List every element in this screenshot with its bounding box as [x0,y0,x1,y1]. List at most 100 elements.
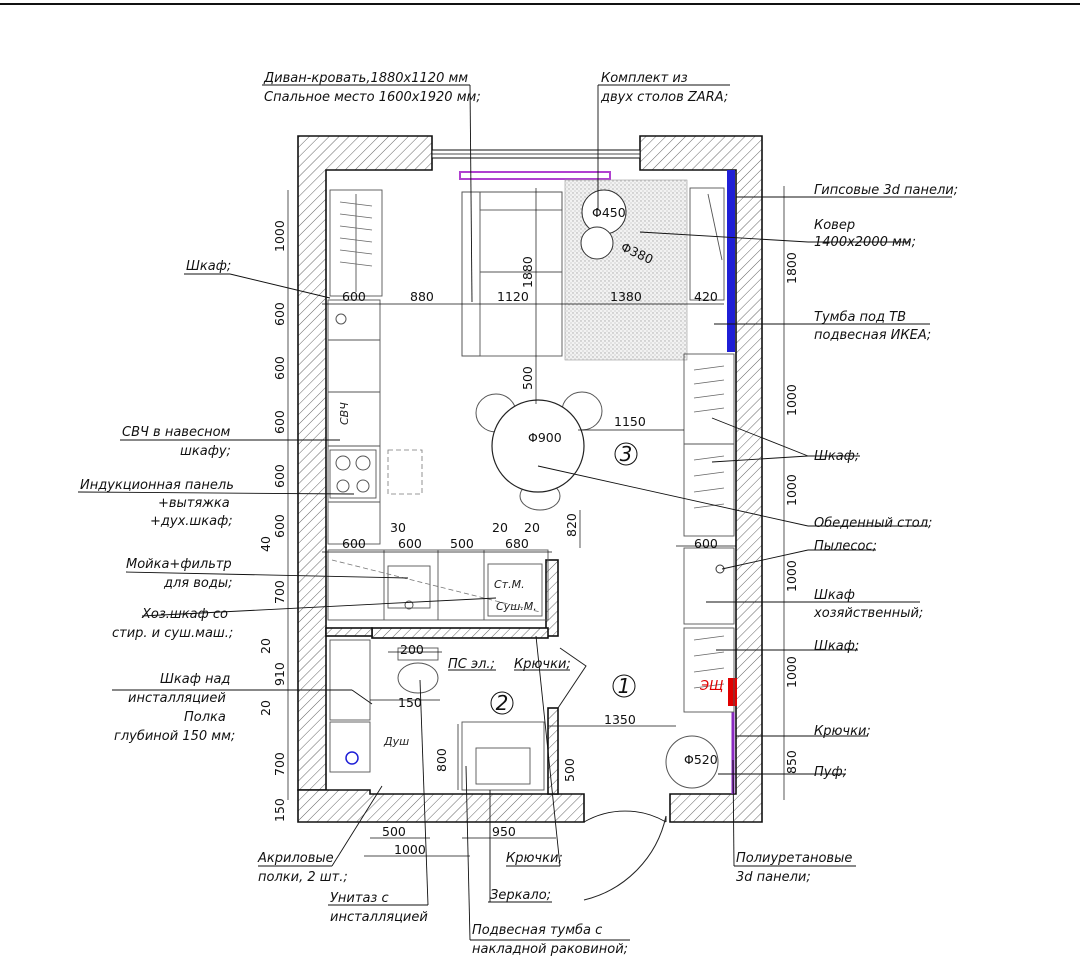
dim-left-910: 910 [272,662,287,686]
dim-left-600b: 600 [272,356,287,380]
window [431,149,641,180]
dim-w-600: 600 [694,536,718,551]
dim-k-30: 30 [390,520,406,535]
dim-left-700: 700 [272,580,287,604]
coffee-tables [580,189,627,260]
label-microwave-cabinet: шкафу; [180,444,231,459]
label-wardrobe-top: Шкаф; [186,259,231,274]
dim-row-1380: 1380 [610,289,642,304]
label-hooks-inner: Крючки; [514,657,571,672]
dim-k-20b: 20 [524,520,540,535]
kitchen-bottom-run: Ст.М. Суш.М. [327,549,549,621]
dim-row-420: 420 [694,289,718,304]
dim-left-600c: 600 [272,410,287,434]
label-laundry-machines: стир. и суш.маш.; [112,626,233,641]
dining-table [475,391,603,511]
dim-right-1000c: 1000 [784,560,799,592]
label-gypsum-3d-panels: Гипсовые 3d панели; [814,183,958,198]
dim-left-1000: 1000 [272,220,287,252]
gypsum-3d-panels [727,170,735,352]
label-carpet: Ковер [814,218,855,233]
dim-left-20b: 20 [258,700,273,716]
washer-label: Ст.М. [494,578,525,591]
label-polyurethane-3d: 3d панели; [736,870,811,885]
dim-k-20a: 20 [492,520,508,535]
entrance-door [583,810,667,901]
dim-bottom-950: 950 [492,824,516,839]
dim-right-1000d: 1000 [784,656,799,688]
label-hooks-right: Крючки; [814,724,871,739]
dim-right-1000b: 1000 [784,474,799,506]
induction-hob [329,449,377,499]
electrical-panel [728,678,737,706]
label-toilet-install: инсталляцией [330,910,428,925]
dim-sofa-1880: 1880 [520,256,535,288]
dim-b-500v: 500 [562,758,577,782]
label-sleeping-place: Спальное место 1600х1920 мм; [264,90,481,105]
dim-bottom-500: 500 [382,824,406,839]
dim-right-1800: 1800 [784,252,799,284]
label-tv-unit-ikea: подвесная ИКЕА; [814,328,931,343]
label-shelf: Полка [184,710,226,725]
dim-b-1350: 1350 [604,712,636,727]
dim-table-1150: 1150 [614,414,646,429]
right-wardrobes: ЭЩ [683,353,735,713]
dimension-lines [287,186,785,857]
label-shelf-depth: глубиной 150 мм; [114,729,235,744]
label-vanity: Подвесная тумба с [472,923,602,938]
dim-left-600e: 600 [272,514,287,538]
callout-labels: Диван-кровать,1880х1120 мм Спальное мест… [80,71,958,957]
dimension-texts: Φ450 Φ380 Φ900 Φ520 600 880 1120 1380 42… [258,205,799,857]
dim-row-600: 600 [342,289,366,304]
bathroom: Душ [329,639,719,791]
dim-gap-500: 500 [520,366,535,390]
label-microwave: СВЧ в навесном [122,425,231,440]
left-wardrobe [329,189,383,297]
label-acrylic-shelves-count: полки, 2 шт.; [258,870,348,885]
dim-left-600a: 600 [272,302,287,326]
dim-gap-820: 820 [564,513,579,537]
label-laundry-cabinet: Хоз.шкаф со [141,607,228,622]
electrical-panel-label: ЭЩ [699,679,723,694]
label-sofa-bed: Диван-кровать,1880х1120 мм [263,71,468,86]
dim-left-20a: 20 [258,638,273,654]
label-water-filter: для воды; [163,576,233,591]
dim-k-500: 500 [450,536,474,551]
dim-k-600a: 600 [342,536,366,551]
dim-left-600d: 600 [272,464,287,488]
leader-lines [77,84,952,941]
dim-left-150: 150 [272,798,287,822]
label-toilet: Унитаз с [330,891,389,906]
sofa-bed [461,191,563,357]
bathroom-door [557,647,587,709]
label-vanity-sink: накладной раковиной; [472,942,628,957]
microwave-label: СВЧ [338,402,351,425]
label-electrical-riser: ПС эл.; [448,657,495,672]
dim-left-40: 40 [258,536,273,552]
room-1-number: 1 [618,674,631,698]
dim-d520: Φ520 [684,752,718,767]
dim-left-700b: 700 [272,752,287,776]
shower-label: Душ [383,735,409,748]
label-tv-unit: Тумба под ТВ [814,310,906,325]
walls [297,135,763,823]
dim-bottom-1000: 1000 [394,842,426,857]
label-utility-cabinet: Шкаф [814,588,855,603]
dryer-label: Суш.М. [496,600,537,613]
dim-k-600b: 600 [398,536,422,551]
dim-row-1120: 1120 [497,289,529,304]
dim-k-680: 680 [505,536,529,551]
dim-right-1000a: 1000 [784,384,799,416]
label-hood: +вытяжка [158,496,230,511]
dim-right-850: 850 [784,750,799,774]
room-numbers: 3 1 2 [490,442,638,715]
dim-b-800: 800 [434,748,449,772]
label-tables-zara: двух столов ZARA; [600,90,728,105]
label-carpet-size: 1400х2000 мм; [814,235,916,250]
label-pouf: Пуф; [814,765,847,780]
label-installation: инсталляцией [128,691,226,706]
label-wardrobe-right-2: Шкаф; [814,639,859,654]
room-3-number: 3 [620,442,633,466]
label-vacuum: Пылесос; [814,539,877,554]
